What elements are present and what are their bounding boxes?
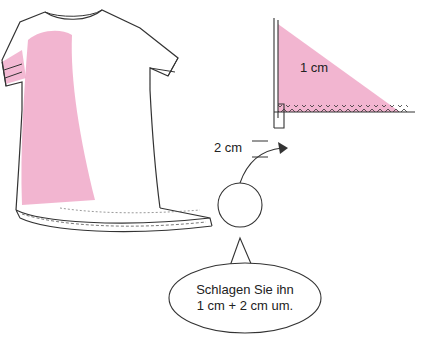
speech-bubble: Schlagen Sie ihn 1 cm + 2 cm um. — [168, 262, 322, 334]
bubble-tail — [230, 238, 252, 266]
shirt-outline — [2, 10, 178, 210]
detail-zigzag — [278, 105, 408, 112]
bubble-text: Schlagen Sie ihn 1 cm + 2 cm um. — [193, 282, 297, 314]
shirt-hem — [16, 208, 212, 232]
detail-shading — [278, 24, 400, 112]
dimension-label: 2 cm — [214, 140, 242, 155]
shirt-shading — [21, 31, 95, 205]
hem-stitch — [22, 214, 206, 226]
detail-circle — [218, 183, 262, 227]
hem-zigzag — [60, 208, 200, 213]
detail-fold — [274, 18, 415, 128]
neckline — [45, 10, 102, 16]
arrow-head — [278, 142, 288, 154]
dimension-label: 1 cm — [300, 60, 328, 75]
dimension-ticks — [252, 141, 268, 157]
detail-arrow — [240, 148, 282, 183]
sleeve-right — [150, 58, 178, 76]
sleeve-cuff — [2, 62, 22, 86]
